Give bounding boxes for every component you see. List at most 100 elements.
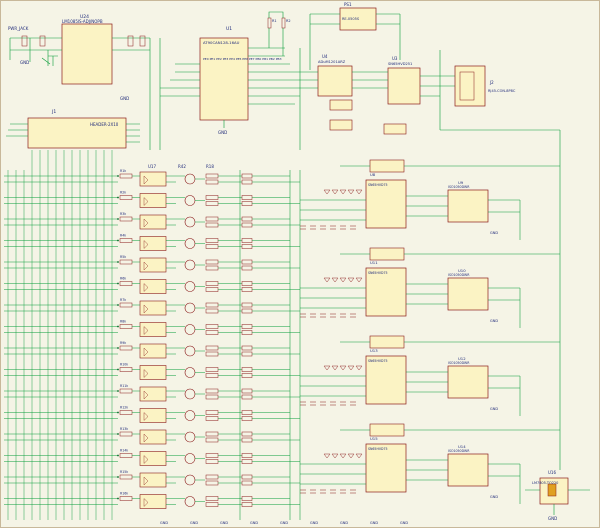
channel-junction [117, 304, 119, 306]
channel-input-wire [4, 218, 118, 226]
channel-input-wire [4, 326, 118, 333]
channel-opto [139, 494, 167, 509]
channel-junction [117, 497, 119, 500]
channel-opto-led [143, 261, 149, 271]
channel-right-bus [239, 170, 301, 520]
transceiver-ref: U3 [392, 56, 398, 61]
channel-input-wire [4, 476, 118, 484]
iso-wires [300, 253, 560, 328]
channel-opto [139, 279, 167, 294]
channel-row: R13k [4, 427, 300, 445]
cap-c4 [139, 35, 146, 47]
pullup-resistors: R1 R2 [267, 11, 291, 56]
iso-cap [340, 225, 346, 230]
channel-opto-led [143, 498, 149, 507]
res-header: R42 [178, 164, 186, 169]
iso-cap [300, 401, 306, 406]
iso-ref: U10 [458, 268, 466, 273]
iso-wires [300, 429, 560, 504]
dcdc-ref: PS1 [344, 2, 352, 7]
mcu-block: U1 AT90CAN128-16AU PE0 PE1 PE2 PE3 PE4 P… [160, 26, 300, 135]
can-isolator-block: U4 ADuM1201ARZ U3 SN65HVD251 [300, 54, 455, 135]
header-part: HEADER-2X10 [90, 122, 119, 127]
top-bus-wires [149, 38, 561, 470]
iso-ref: U12 [458, 356, 466, 361]
iso-head-chip [369, 247, 405, 261]
channel-output-wire [218, 369, 242, 376]
bottom-gnd-label: GND [340, 521, 348, 525]
regulator-wires [9, 37, 150, 66]
channel-opto-led [143, 240, 149, 249]
channel-opto [139, 386, 167, 402]
channel-opto [139, 472, 167, 488]
channel-opto [139, 322, 167, 337]
iso-chip [447, 189, 489, 223]
channel-transistor-wire [176, 390, 205, 395]
iso-diode [331, 189, 339, 195]
channel-opto [139, 214, 167, 230]
channel-row: R6k [4, 277, 300, 294]
channel-output-wire [218, 283, 242, 290]
channel-input-wire [4, 412, 118, 419]
channel-transistor-wire [176, 283, 205, 287]
small-reg-gnd: GND [548, 516, 557, 521]
can-helper-c [383, 123, 407, 135]
channel-row: R11k [4, 384, 300, 402]
channel-opto-led [143, 326, 149, 335]
bottom-gnd-label: GND [310, 521, 318, 525]
iso-diode [339, 277, 347, 283]
mcu-wires [160, 47, 300, 128]
channel-opto-wire [132, 240, 176, 247]
iso-sub-part: SN65HVD75 [368, 359, 388, 363]
iso-head-chip [369, 159, 405, 173]
channel-output-wire [218, 455, 242, 462]
channel-input-wire [4, 197, 118, 204]
transceiver-part: SN65HVD251 [388, 62, 412, 66]
iso-diode [339, 365, 347, 371]
iso-diode [355, 277, 363, 283]
channel-res-ref: R11k [120, 384, 128, 388]
iso-diode [323, 189, 331, 195]
iso-cap [350, 489, 356, 494]
channel-res-ref: R9k [120, 341, 126, 345]
channel-bus-wire [252, 326, 300, 333]
regulator-ref: U24 [80, 14, 89, 20]
channel-opto-led [143, 476, 149, 486]
channel-output-wire [218, 175, 242, 183]
channel-res-ref: R12k [120, 406, 128, 410]
channel-transistor-wire [176, 455, 205, 459]
gnd-label-a: GND [20, 60, 29, 65]
channel-res-ref: R3k [120, 212, 126, 216]
channel-input-wire [4, 433, 118, 441]
bottom-gnd-label: GND [400, 521, 408, 525]
iso-wires [300, 341, 560, 416]
small-reg-wires [525, 489, 590, 515]
channel-opto-led [143, 412, 149, 421]
isolator-ref: U4 [322, 54, 328, 59]
iso-diode [323, 365, 331, 371]
channel-junction [117, 347, 119, 349]
channel-output-wire [218, 197, 242, 204]
channel-opto [139, 408, 167, 423]
iso-sub-part: SN65HVD75 [368, 183, 388, 187]
channel-output-wire [218, 347, 242, 355]
mcu-pins: PE0 PE1 PE2 PE3 PE4 PE5 PE6 PE7 PB0 PB1 … [203, 57, 282, 61]
bottom-right-regulator: U16 LM7805-TO220 GND [525, 470, 590, 521]
channel-res-ref: R13k [120, 427, 128, 431]
gnd-label-b: GND [120, 96, 129, 101]
iso-diode [347, 189, 355, 195]
channel-output-wire [218, 412, 242, 419]
header-body [27, 117, 127, 149]
channel-bus-wire [252, 304, 300, 312]
iso-sub-ref: U15 [370, 436, 378, 441]
channel-transistor-wire [176, 433, 205, 438]
channel-res-ref: R15k [120, 470, 128, 474]
bottom-gnd-label: GND [190, 521, 198, 525]
channel-res-ref: R8k [120, 320, 126, 324]
iso-part: ISO1050DWR [448, 273, 470, 277]
channel-opto [139, 300, 167, 316]
bottom-gnd-label: GND [280, 521, 288, 525]
channel-res-ref: R16k [120, 492, 128, 496]
